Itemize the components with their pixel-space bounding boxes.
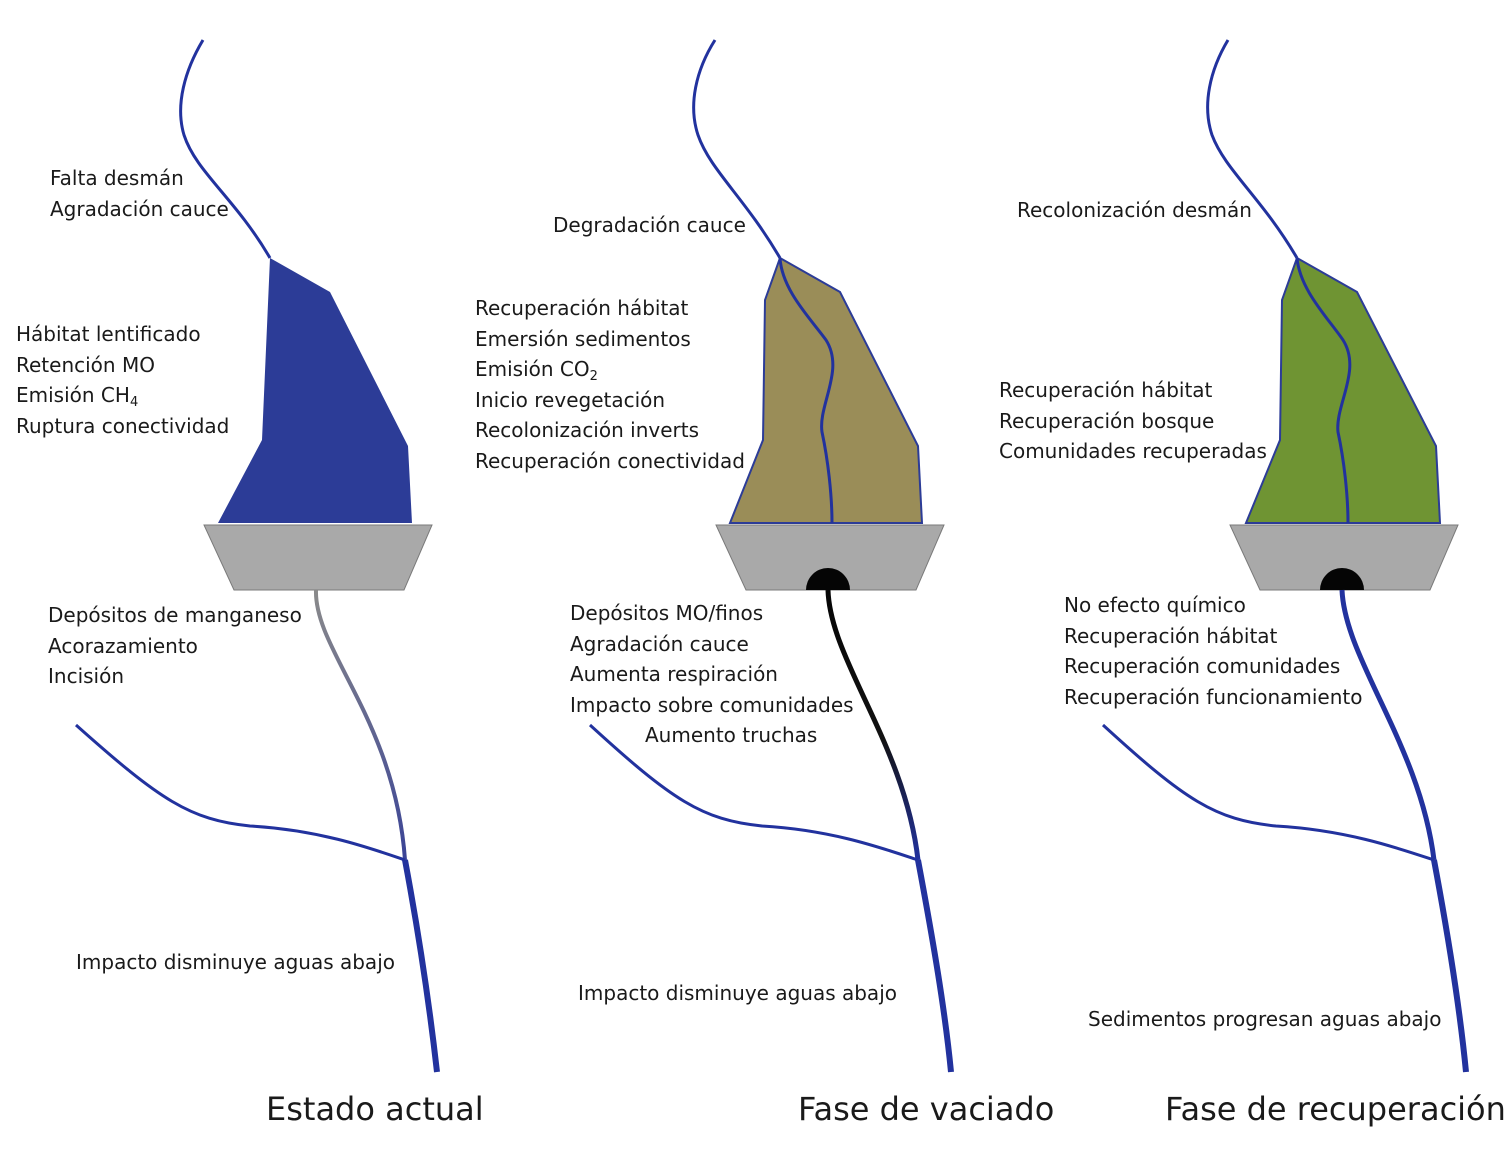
reservoir-labels-fase-de-recuperacion: Recuperación hábitat Recuperación bosque… [999, 375, 1267, 467]
label-line: Recuperación conectividad [475, 448, 745, 473]
label-line: Retención MO [16, 352, 155, 377]
label-line: Aumenta respiración [570, 662, 778, 686]
reservoir-channel [1295, 257, 1352, 524]
caption-estado-actual: Estado actual [266, 1090, 484, 1128]
downstream-river [1431, 859, 1469, 1073]
label-line: Hábitat lentificado [16, 322, 201, 346]
label-line: Depósitos MO/finos [570, 601, 764, 625]
label-line: Emersión sedimentos [475, 326, 691, 351]
reservoir-labels-fase-de-vaciado: Recuperación hábitat Emersión sedimentos… [475, 293, 745, 476]
label-line: Emisión CO2 [475, 357, 598, 384]
label-line: Agradación cauce [570, 631, 749, 656]
label-line: No efecto químico [1064, 593, 1246, 617]
label-line: Agradación cauce [50, 196, 229, 221]
downstream-label-fase-de-recuperacion: Sedimentos progresan aguas abajo [1088, 1007, 1442, 1031]
label-line: Depósitos de manganeso [48, 603, 302, 627]
tributary [588, 723, 919, 862]
label-line: Falta desmán [50, 166, 184, 190]
label-line: Recolonización desmán [1017, 198, 1252, 222]
downstream-river [915, 859, 954, 1073]
panel-estado-actual [75, 39, 440, 1073]
caption-fase-de-recuperacion: Fase de recuperación [1165, 1090, 1506, 1128]
upstream-river [179, 39, 272, 259]
flow-below-dam-dark [825, 589, 921, 861]
upstream-labels-fase-de-vaciado: Degradación cauce [553, 210, 746, 241]
bottom-outlet [1320, 568, 1364, 590]
dam [715, 524, 945, 591]
reservoir-recovered [1244, 256, 1442, 524]
panel-fase-de-vaciado [588, 39, 954, 1073]
flow-below-dam-impacted [313, 589, 407, 861]
label-line: Degradación cauce [553, 213, 746, 237]
reservoir-full [218, 258, 412, 523]
caption-fase-de-vaciado: Fase de vaciado [798, 1090, 1055, 1128]
label-line: Impacto sobre comunidades [570, 692, 854, 717]
label-line: Recuperación hábitat [1064, 623, 1278, 648]
label-line: Recuperación funcionamiento [1064, 684, 1363, 709]
downstream-label-estado-actual: Impacto disminuye aguas abajo [76, 950, 395, 974]
upstream-river [1206, 39, 1299, 259]
tributary [75, 723, 406, 862]
label-line: Recuperación bosque [999, 408, 1215, 433]
label-line: Recuperación hábitat [999, 378, 1213, 402]
label-line: Inicio revegetación [475, 387, 666, 412]
label-line: Recolonización inverts [475, 418, 699, 442]
reservoir-labels-estado-actual: Hábitat lentificado Retención MO Emisión… [16, 319, 229, 441]
upstream-river [692, 39, 782, 259]
reservoir-channel [778, 257, 835, 524]
bottom-outlet [806, 568, 850, 590]
extra-label-fase-de-vaciado: Aumento truchas [645, 723, 818, 747]
downstream-label-fase-de-vaciado: Impacto disminuye aguas abajo [578, 981, 897, 1005]
below-dam-labels-fase-de-vaciado: Depósitos MO/finos Agradación cauce Aume… [570, 598, 854, 720]
panel-fase-de-recuperacion [1101, 39, 1469, 1073]
flow-below-dam [1339, 589, 1437, 861]
upstream-labels-estado-actual: Falta desmán Agradación cauce [50, 163, 229, 224]
label-line: Emisión CH4 [16, 383, 139, 410]
label-line: Ruptura conectividad [16, 413, 230, 438]
label-line: Recuperación comunidades [1064, 654, 1341, 678]
reservoir-drained [728, 256, 924, 524]
label-line: Recuperación hábitat [475, 296, 689, 320]
label-line: Incisión [48, 664, 125, 688]
label-line: Comunidades recuperadas [999, 439, 1267, 463]
below-dam-labels-fase-de-recuperacion: No efecto químico Recuperación hábitat R… [1064, 590, 1363, 712]
dam [1229, 524, 1459, 591]
downstream-river [402, 859, 440, 1073]
upstream-labels-fase-de-recuperacion: Recolonización desmán [1017, 195, 1252, 226]
tributary [1101, 723, 1435, 862]
dam [203, 524, 433, 591]
label-line: Acorazamiento [48, 633, 198, 658]
below-dam-labels-estado-actual: Depósitos de manganeso Acorazamiento Inc… [48, 600, 302, 692]
